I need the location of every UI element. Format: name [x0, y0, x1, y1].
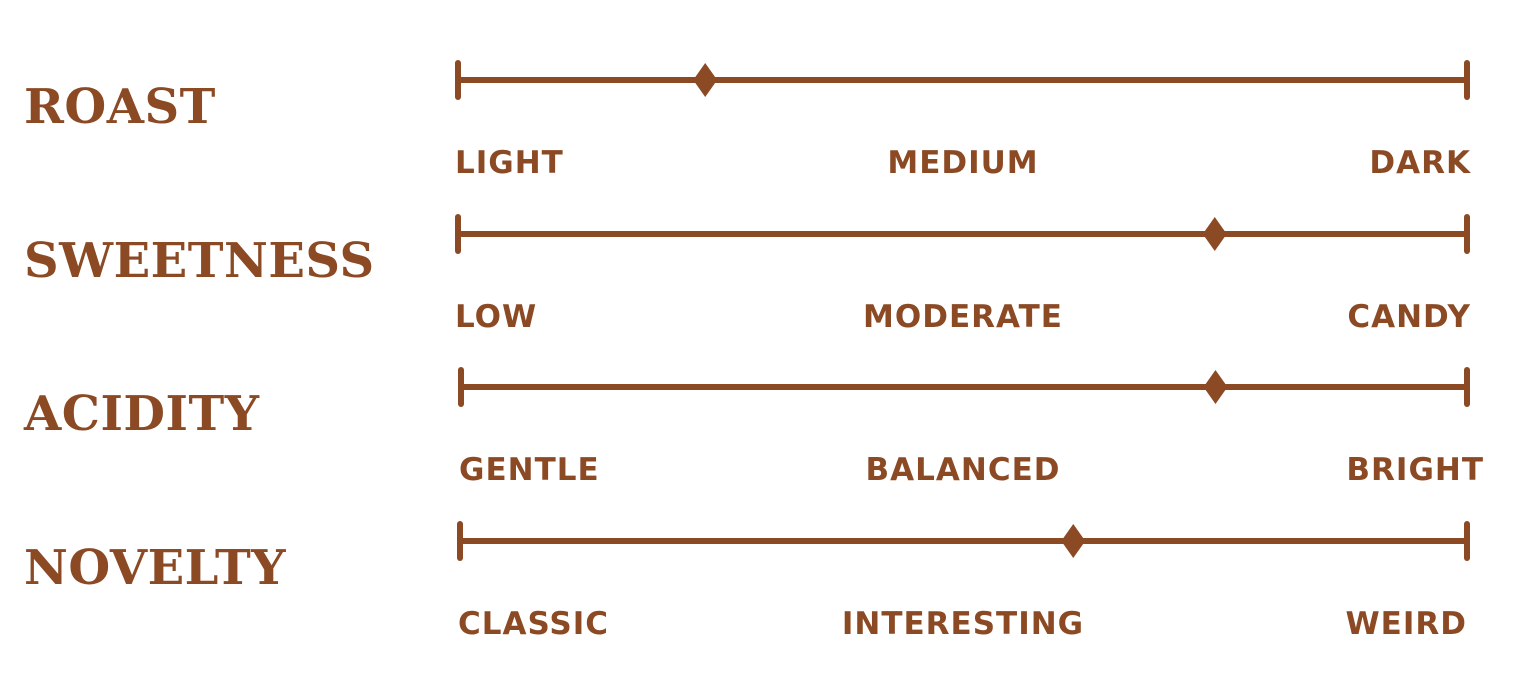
- profile-row-novelty: NOVELTY CLASSIC INTERESTING WEIRD: [0, 488, 1527, 642]
- scale-mid-label: MODERATE: [863, 299, 1063, 335]
- scale-mid-label: BALANCED: [865, 452, 1061, 488]
- scale-low-label: GENTLE: [459, 452, 600, 488]
- slider-diamond-marker: [693, 63, 718, 97]
- slider-scale: [458, 367, 1470, 407]
- slider-diamond-marker: [1202, 217, 1227, 251]
- scale-high-label: CANDY: [1347, 299, 1471, 335]
- scale-high-label: DARK: [1369, 145, 1471, 181]
- slider-scale: [457, 521, 1470, 561]
- scale-low-label: LOW: [455, 299, 538, 335]
- slider-diamond-marker: [1061, 524, 1086, 558]
- scale-high-label: WEIRD: [1345, 606, 1467, 642]
- profile-row-acidity: ACIDITY GENTLE BALANCED BRIGHT: [0, 334, 1527, 488]
- scale-low-label: CLASSIC: [458, 606, 610, 642]
- row-title: SWEETNESS: [24, 233, 375, 289]
- scale-mid-label: INTERESTING: [841, 606, 1085, 642]
- profile-row-sweetness: SWEETNESS LOW MODERATE CANDY: [0, 181, 1527, 335]
- slider-scale: [455, 60, 1470, 100]
- slider-diamond-marker: [1203, 370, 1228, 404]
- scale-high-label: BRIGHT: [1346, 452, 1484, 488]
- profile-row-roast: ROAST LIGHT MEDIUM DARK: [0, 27, 1527, 181]
- row-title: ACIDITY: [24, 386, 260, 442]
- scale-mid-label: MEDIUM: [887, 145, 1039, 181]
- slider-scale: [455, 214, 1470, 254]
- scale-low-label: LIGHT: [455, 145, 564, 181]
- row-title: ROAST: [24, 79, 216, 135]
- row-title: NOVELTY: [24, 540, 286, 596]
